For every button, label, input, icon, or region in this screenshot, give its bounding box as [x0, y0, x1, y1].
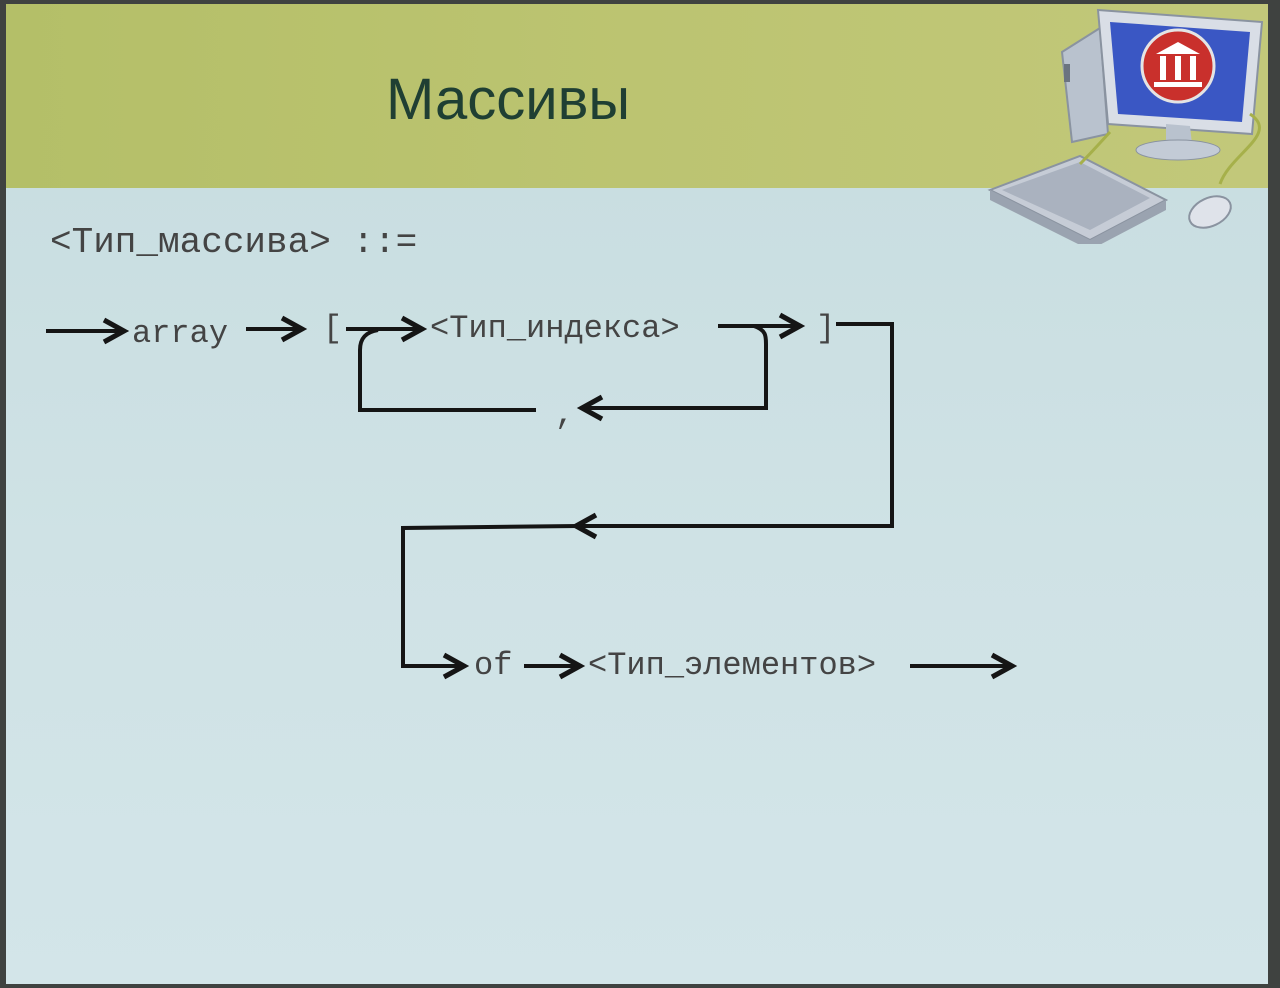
line-bracket-down: [578, 322, 894, 528]
node-left-bracket: [: [323, 310, 343, 347]
university-building-logo-icon: [1140, 28, 1216, 104]
node-right-bracket: ]: [816, 310, 836, 347]
loop-return: [358, 328, 536, 412]
node-array: array: [132, 315, 229, 352]
slide: Массивы <Тип_массива> ::=: [6, 4, 1268, 984]
line-to-of: [401, 524, 579, 668]
node-comma: ,: [555, 396, 575, 433]
title-bar: [6, 4, 1268, 188]
loop-comma: [584, 324, 768, 410]
syntax-diagram: [46, 312, 1018, 680]
arrowhead-entry: [102, 317, 130, 345]
node-of: of: [474, 647, 513, 684]
rule-heading: <Тип_массива> ::=: [50, 222, 418, 263]
computer-illustration-icon: [987, 8, 1264, 244]
slide-title: Массивы: [386, 67, 631, 132]
node-index-type: <Тип_индекса>: [430, 310, 680, 347]
node-element-type: <Тип_элементов>: [588, 647, 877, 684]
